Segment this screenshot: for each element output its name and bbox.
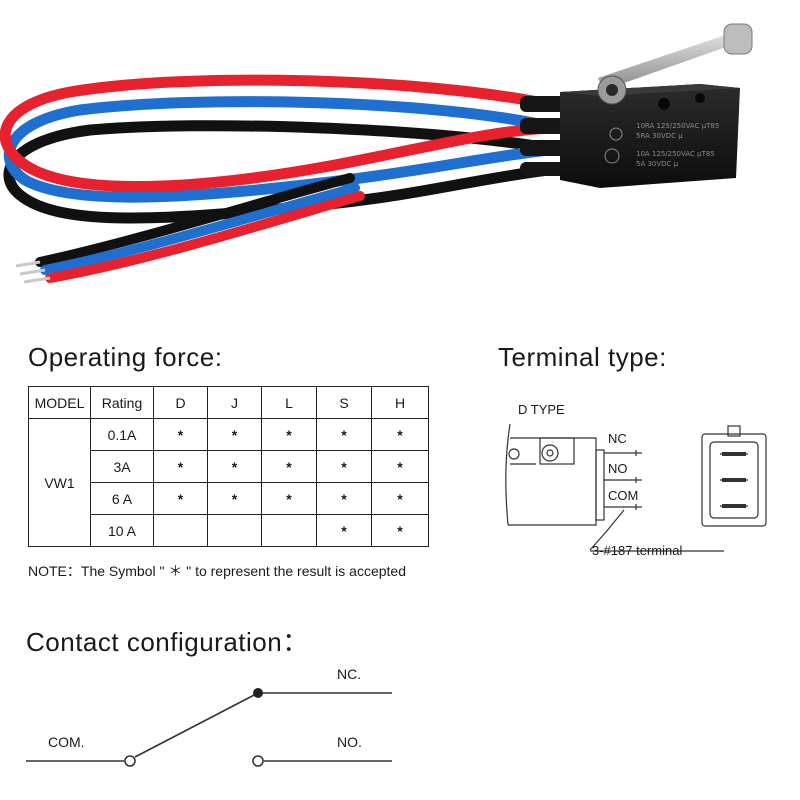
contact-configuration-diagram	[26, 688, 392, 767]
microswitch-body	[560, 23, 753, 188]
svg-text:5A 30VDC μ: 5A 30VDC μ	[636, 160, 679, 168]
model-cell: VW1	[28, 418, 91, 547]
table-cell: *	[261, 418, 317, 451]
table-cell: *	[371, 482, 429, 515]
terminal-callout-label: 3-#187 terminal	[592, 543, 683, 558]
red-lead	[45, 191, 365, 283]
terminal-diagram	[505, 423, 767, 552]
table-cell: *	[261, 482, 317, 515]
table-cell: *	[207, 482, 262, 515]
table-row: VW1 0.1A * * * * *	[28, 418, 429, 547]
com-label: COM.	[48, 734, 85, 750]
svg-text:5RA 30VDC μ: 5RA 30VDC μ	[636, 132, 683, 140]
black-lead	[35, 173, 355, 267]
nc-contact-dot	[253, 688, 263, 698]
table-cell: *	[261, 450, 317, 483]
table-cell	[207, 514, 262, 547]
switch-side-outline	[505, 423, 511, 526]
blue-lead	[40, 183, 360, 275]
operating-force-table: MODEL Rating D J L S H VW1 0.1A * * * * …	[28, 386, 429, 547]
terminal-no-label: NO	[608, 461, 628, 476]
rating-cell: 10 A	[90, 514, 154, 547]
contact-configuration-title: Contact configuration：	[26, 627, 309, 657]
rating-cell: 3A	[90, 450, 154, 483]
switch-arm	[134, 692, 259, 758]
red-wire	[0, 74, 554, 193]
nc-label: NC.	[337, 666, 362, 682]
table-cell: *	[316, 450, 372, 483]
table-cell	[153, 514, 208, 547]
terminal-nc-label: NC	[608, 431, 627, 446]
header-rating: Rating	[90, 386, 154, 419]
operating-force-title: Operating force:	[28, 342, 223, 372]
stripped-wire-ends	[15, 260, 51, 284]
wire-boots	[520, 96, 570, 176]
no-terminal-circle	[252, 755, 264, 767]
header-h: H	[371, 386, 429, 419]
wire-loops	[0, 74, 554, 283]
com-terminal-circle	[124, 755, 136, 767]
terminal-com-label: COM	[608, 488, 639, 503]
header-l: L	[261, 386, 317, 419]
svg-text:10A 125/250VAC μT85: 10A 125/250VAC μT85	[636, 150, 715, 158]
d-type-label: D TYPE	[518, 402, 565, 417]
table-cell	[261, 514, 317, 547]
blue-wire	[3, 96, 554, 203]
table-header-row: MODEL Rating D J L S H	[28, 386, 429, 419]
black-wire	[3, 120, 554, 224]
header-s: S	[316, 386, 372, 419]
table-cell: *	[371, 514, 429, 547]
header-d: D	[153, 386, 208, 419]
product-photo: 10RA 125/250VAC μT85 5RA 30VDC μ 10A 125…	[0, 23, 753, 284]
table-cell: *	[207, 450, 262, 483]
table-note: NOTE：The Symbol " ＊ " to represent the r…	[28, 563, 406, 579]
body-markings: 10RA 125/250VAC μT85 5RA 30VDC μ 10A 125…	[636, 122, 719, 168]
header-j: J	[207, 386, 262, 419]
table-cell: *	[153, 482, 208, 515]
no-label: NO.	[337, 734, 362, 750]
svg-text:10RA 125/250VAC μT85: 10RA 125/250VAC μT85	[636, 122, 719, 130]
table-cell: *	[316, 418, 372, 451]
table-cell: *	[207, 418, 262, 451]
certification-marks	[604, 127, 623, 164]
table-cell: *	[153, 418, 208, 451]
rear-view-outline	[701, 433, 767, 527]
rating-cell: 0.1A	[90, 418, 154, 451]
terminal-callout-leader	[589, 509, 625, 551]
table-cell: *	[316, 482, 372, 515]
table-cell: *	[316, 514, 372, 547]
rating-cell: 6 A	[90, 482, 154, 515]
table-cell: *	[371, 450, 429, 483]
terminal-type-title: Terminal type:	[498, 342, 667, 372]
header-model: MODEL	[28, 386, 91, 419]
table-cell: *	[371, 418, 429, 451]
table-row: 10 A * *	[29, 514, 429, 547]
table-cell: *	[153, 450, 208, 483]
